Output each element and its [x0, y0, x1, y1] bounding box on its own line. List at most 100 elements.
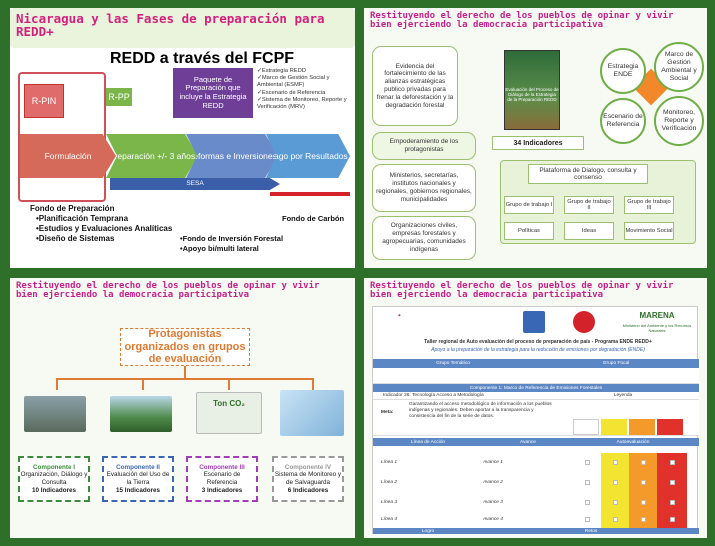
seal-logo: [523, 311, 545, 333]
indicadores-label: 34 Indicadores: [492, 136, 584, 150]
checkbox[interactable]: [670, 500, 675, 505]
slide-redd-phases[interactable]: Nicaragua y las Fases de preparación par…: [10, 8, 355, 268]
slide-evaluation-form[interactable]: Restituyendo el derecho de los pueblos d…: [364, 278, 707, 538]
linea-accion-header: Línea de Acción: [410, 439, 446, 445]
checkbox[interactable]: [641, 517, 646, 522]
grupo-focal: Grupo Focal: [602, 361, 630, 366]
legend-swatch: [601, 419, 627, 435]
circle-escenario: Escenario de Referencia: [600, 98, 646, 144]
component-desc: Sistema de Monitoreo y de Salvaguarda: [274, 471, 342, 486]
circle-marco: Marco de Gestión Ambiental y Social: [654, 42, 704, 92]
report-cover-image: Evaluación del Proceso de Diálogo de la …: [504, 50, 560, 130]
co2-icon: Ton CO₂: [196, 392, 262, 434]
checkbox[interactable]: [585, 517, 590, 522]
checkbox[interactable]: [670, 480, 675, 485]
component-ind: 6 Indicadores: [287, 486, 329, 494]
checkbox[interactable]: [641, 480, 646, 485]
checkbox[interactable]: [613, 517, 618, 522]
leyenda-label: Leyenda: [613, 393, 633, 398]
componente-row: Componente 1: Marco de Referencia de Emi…: [373, 384, 699, 392]
action-row[interactable]: Línea 4 Avance 4: [373, 511, 699, 528]
linea-label: Línea 3: [381, 499, 398, 505]
legend-swatch: [629, 419, 655, 435]
action-row[interactable]: Línea 1 Avance 1: [373, 453, 699, 471]
component-1: Componente I Organización, Diálogo y Con…: [18, 456, 90, 502]
tree-connector: [142, 378, 144, 390]
col-yellow: [601, 453, 629, 528]
action-row[interactable]: Línea 2 Avance 2: [373, 473, 699, 491]
checkbox[interactable]: [641, 460, 646, 465]
tree-connector: [184, 366, 186, 378]
linea-label: Línea 2: [381, 479, 398, 485]
formulation-highlight: [18, 72, 106, 202]
component-3: Componente III Escenario de Referencia 3…: [186, 456, 258, 502]
circle-monitoreo: Monitoreo, Reporte y Verificación: [654, 96, 704, 146]
taller-sub: Apoyo a la preparación de la estrategia …: [431, 347, 645, 353]
checkbox[interactable]: [585, 500, 590, 505]
avance-label: Avance 1: [483, 459, 503, 465]
phase-pago: Pago por Resultados: [266, 134, 350, 178]
phase-preparacion: Preparación +/- 3 años: [106, 134, 198, 178]
checkbox[interactable]: [670, 517, 675, 522]
rpin-box: R-PIN: [24, 84, 64, 118]
autoevaluacion-header: Autoevaluación: [616, 439, 650, 445]
grupo-3: Grupo de trabajo III: [624, 196, 674, 214]
grupo-1: Grupo de trabajo I: [504, 196, 554, 214]
linea-label: Línea 1: [381, 459, 398, 465]
sesa-arrow: SESA: [110, 178, 280, 190]
checkbox[interactable]: [613, 480, 618, 485]
ministerios-box: Ministerios, secretarías, institutos nac…: [372, 164, 476, 212]
checklist: ✓Estrategia REDD ✓Marco de Gestión Socia…: [257, 68, 347, 111]
fondo-prep-title: Fondo de Preparación: [30, 204, 115, 213]
avance-label: Avance 2: [483, 479, 503, 485]
subgrupo-3: Movimiento Social: [624, 222, 674, 240]
indicador-label: Indicador 26: Tecnología Acceso a Metodo…: [383, 393, 484, 398]
checkbox[interactable]: [613, 500, 618, 505]
linea-label: Línea 4: [381, 517, 398, 522]
footer-row: Logro Retos: [373, 528, 699, 534]
checkbox[interactable]: [613, 460, 618, 465]
component-ind: 15 Indicadores: [115, 486, 161, 494]
slide-dialogo[interactable]: Restituyendo el derecho de los pueblos d…: [364, 8, 707, 268]
meeting-photo: [24, 396, 86, 432]
checkbox-row[interactable]: [373, 368, 699, 384]
meta-label: Meta:: [381, 410, 394, 415]
avance-label: Avance 3: [483, 499, 503, 505]
plataforma-title: Plataforma de Dialogo, consulta y consen…: [528, 164, 648, 184]
col-orange: [629, 453, 657, 528]
checkbox[interactable]: [641, 500, 646, 505]
slide-componentes[interactable]: Restituyendo el derecho de los pueblos d…: [10, 278, 355, 538]
grupo-tematico: Grupo Temático: [436, 361, 470, 366]
meta-text: Garantizando el acceso metodológico de i…: [409, 402, 552, 420]
action-row[interactable]: Línea 3 Avance 3: [373, 493, 699, 511]
indicador-row: Indicador 26: Tecnología Acceso a Metodo…: [373, 392, 699, 400]
component-desc: Organización, Diálogo y Consulta: [20, 471, 88, 486]
subgrupo-1: Políticas: [504, 222, 554, 240]
component-name: Componente IV: [284, 463, 332, 471]
checkbox[interactable]: [585, 480, 590, 485]
map-icon: [280, 390, 344, 436]
fondo-prep-item: •Estudios y Evaluaciones Analíticas: [36, 224, 173, 233]
fondo-inversion: •Fondo de Inversión Forestal •Apoyo bi/m…: [180, 234, 283, 254]
organizaciones-box: Organizaciones civiles, empresas foresta…: [372, 216, 476, 260]
slide-title: Nicaragua y las Fases de preparación par…: [16, 11, 325, 40]
avance-label: Avance 4: [483, 517, 503, 522]
tree-connector: [228, 378, 230, 390]
landscape-photo: [110, 396, 172, 432]
carbon-arrow: [270, 192, 350, 196]
grupo-row: Grupo Temático Grupo Focal: [373, 359, 699, 368]
marena-sub: Ministerio del Ambiente y los Recursos N…: [622, 323, 692, 333]
fondo-carbon: Fondo de Carbón: [282, 214, 345, 223]
circle-ende: Estrategia ENDE: [600, 48, 646, 94]
checkbox[interactable]: [585, 460, 590, 465]
component-ind: 10 Indicadores: [31, 486, 77, 494]
phase-formulacion: Formulación: [20, 134, 116, 178]
legend-swatch: [573, 419, 599, 435]
check-item: ✓Sistema de Monitoreo, Reporte y Verific…: [257, 96, 347, 111]
component-2: Componente II Evaluación del Uso de la T…: [102, 456, 174, 502]
checkbox[interactable]: [670, 460, 675, 465]
footer-left: Logro: [421, 528, 435, 534]
tree-connector: [312, 378, 314, 390]
grupo-2: Grupo de trabajo II: [564, 196, 614, 214]
fondo-inv-item: •Fondo de Inversión Forestal: [180, 234, 284, 243]
